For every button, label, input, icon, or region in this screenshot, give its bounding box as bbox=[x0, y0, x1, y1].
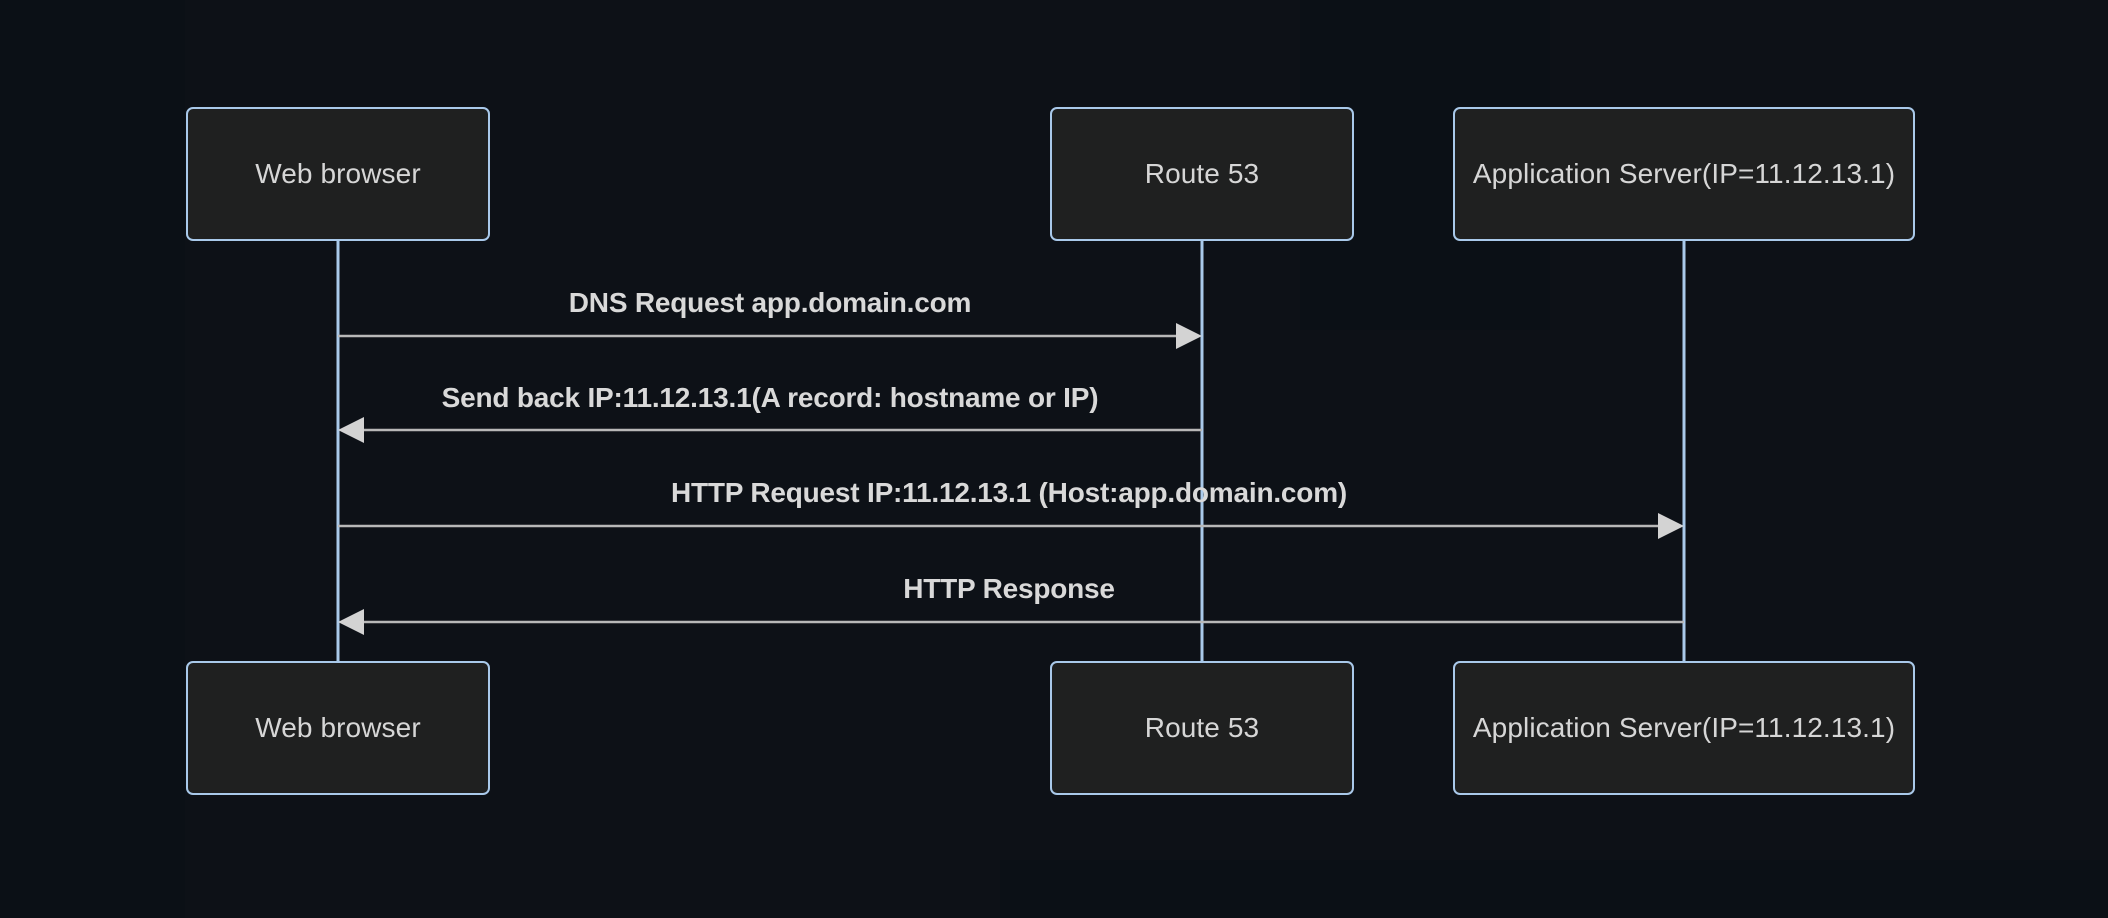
message-label-dns-request: DNS Request app.domain.com bbox=[568, 287, 972, 318]
participant-box-application-server-bottom[interactable]: Application Server(IP=11.12.13.1) bbox=[1453, 661, 1915, 795]
message-label-send-back-ip: Send back IP:11.12.13.1(A record: hostna… bbox=[441, 382, 1099, 413]
message-label-http-response: HTTP Response bbox=[903, 573, 1115, 604]
participant-box-route-53-top[interactable]: Route 53 bbox=[1050, 107, 1354, 241]
message-arrow-3 bbox=[338, 513, 1684, 539]
arrowhead-left bbox=[338, 609, 364, 635]
message-arrow-2 bbox=[338, 417, 1202, 443]
participant-label: Application Server(IP=11.12.13.1) bbox=[1472, 158, 1896, 189]
participant-box-web-browser-top[interactable]: Web browser bbox=[186, 107, 490, 241]
participant-label: Web browser bbox=[255, 158, 421, 189]
participant-box-route-53-bottom[interactable]: Route 53 bbox=[1050, 661, 1354, 795]
participant-box-application-server-top[interactable]: Application Server(IP=11.12.13.1) bbox=[1453, 107, 1915, 241]
participant-label: Web browser bbox=[255, 712, 421, 743]
message-label-http-request: HTTP Request IP:11.12.13.1 (Host:app.dom… bbox=[670, 477, 1348, 508]
participant-box-web-browser-bottom[interactable]: Web browser bbox=[186, 661, 490, 795]
message-arrow-4 bbox=[338, 609, 1684, 635]
arrowhead-right bbox=[1176, 323, 1202, 349]
participant-label: Route 53 bbox=[1144, 712, 1260, 743]
participant-label: Route 53 bbox=[1144, 158, 1260, 189]
participant-label: Application Server(IP=11.12.13.1) bbox=[1472, 712, 1896, 743]
message-arrow-1 bbox=[338, 323, 1202, 349]
arrowhead-left bbox=[338, 417, 364, 443]
arrowhead-right bbox=[1658, 513, 1684, 539]
